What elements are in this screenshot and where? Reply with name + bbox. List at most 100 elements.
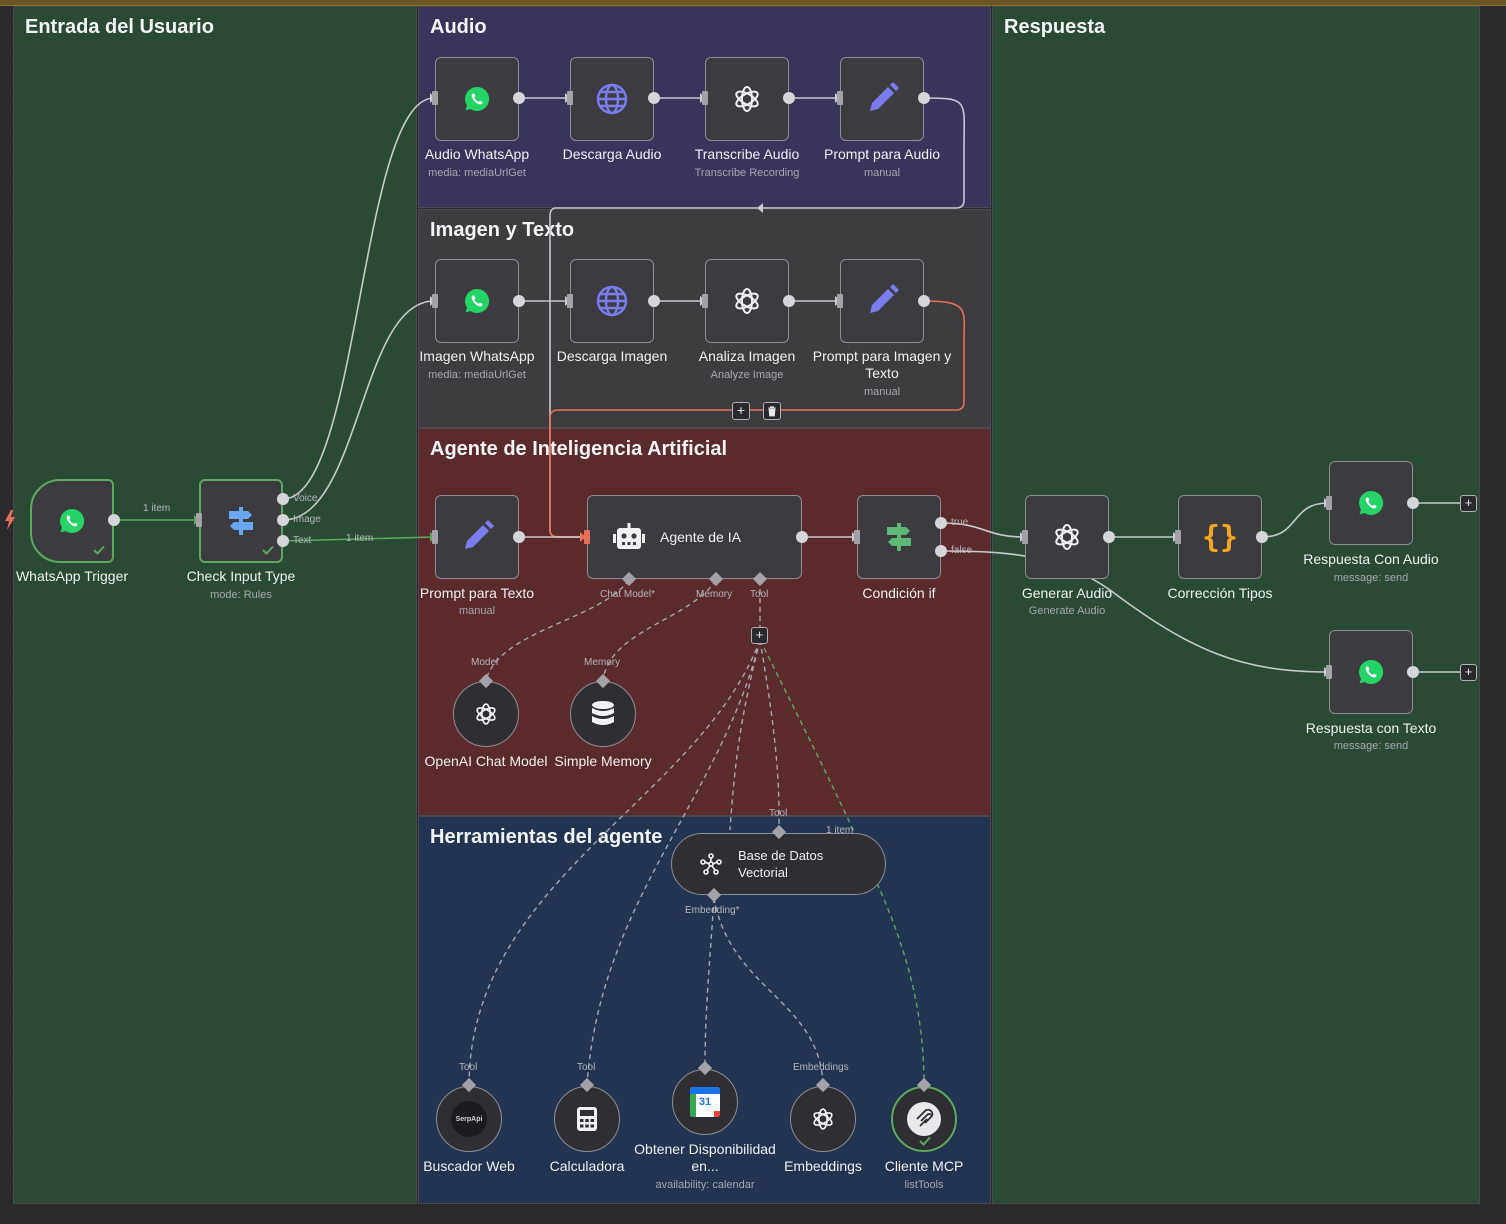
analiza-imagen-node[interactable] [705,259,789,343]
audio-whatsapp-label: Audio WhatsApp [424,146,530,162]
audio-whatsapp-input[interactable] [432,91,438,105]
agente-output[interactable] [796,531,808,543]
success-check-icon [93,545,105,555]
condicion-if-label: Condición if [862,585,936,601]
prompt-texto-input[interactable] [432,530,438,544]
add-after-audio-button[interactable]: + [1460,495,1477,512]
edge-label-trigger: 1 item [143,503,171,514]
agente-ia-node[interactable]: Agente de IA [587,495,802,579]
respuesta-audio-output[interactable] [1407,497,1419,509]
whatsapp-icon [462,286,492,316]
buscador-web-node[interactable]: SerpApi [436,1086,502,1152]
correccion-tipos-label: Corrección Tipos [1167,585,1273,601]
simple-memory-label: Simple Memory [554,753,652,769]
generar-audio-input[interactable] [1022,530,1028,544]
prompt-imagen-input[interactable] [837,294,843,308]
descarga-imagen-input[interactable] [567,294,573,308]
imagen-whatsapp-node[interactable] [435,259,519,343]
trigger-output-handle[interactable] [108,514,120,526]
correccion-output[interactable] [1256,531,1268,543]
respuesta-texto-output[interactable] [1407,666,1419,678]
pencil-icon [459,519,495,555]
audio-whatsapp-node[interactable] [435,57,519,141]
calculadora-node[interactable] [554,1086,620,1152]
transcribe-audio-sub: Transcribe Recording [694,167,800,179]
check-input-node[interactable] [199,479,283,563]
add-after-texto-button[interactable]: + [1460,664,1477,681]
condicion-if-node[interactable] [857,495,941,579]
openai-icon [1050,520,1084,554]
globe-icon [595,82,629,116]
analiza-imagen-output[interactable] [783,295,795,307]
mcp-icon [907,1102,941,1136]
cliente-mcp-node[interactable] [891,1086,957,1152]
whatsapp-icon [1356,488,1386,518]
descarga-audio-output[interactable] [648,92,660,104]
respuesta-audio-node[interactable] [1329,461,1413,545]
check-input-handle[interactable] [196,513,202,527]
audio-whatsapp-sub: media: mediaUrlGet [428,167,526,179]
true-output-handle[interactable] [935,517,947,529]
base-datos-vectorial-node[interactable]: Base de Datos Vectorial [671,833,886,895]
respuesta-texto-label: Respuesta con Texto [1305,720,1437,736]
descarga-imagen-label: Descarga Imagen [556,348,668,364]
group-input[interactable]: Entrada del Usuario [13,6,417,1204]
group-title-audio: Audio [430,16,487,38]
correccion-input[interactable] [1175,530,1181,544]
descarga-audio-node[interactable] [570,57,654,141]
whatsapp-icon [57,506,87,536]
prompt-audio-input[interactable] [837,91,843,105]
transcribe-audio-input[interactable] [702,91,708,105]
prompt-texto-node[interactable] [435,495,519,579]
prompt-imagen-node[interactable] [840,259,924,343]
transcribe-audio-node[interactable] [705,57,789,141]
prompt-texto-output[interactable] [513,531,525,543]
descarga-imagen-node[interactable] [570,259,654,343]
whatsapp-icon [462,84,492,114]
add-tool-button[interactable]: + [751,627,768,644]
check-input-label: Check Input Type [186,568,296,584]
transcribe-audio-output[interactable] [783,92,795,104]
image-output-handle[interactable] [277,514,289,526]
port-memory: Memory [696,589,733,600]
calendario-node[interactable]: 31 [672,1069,738,1135]
trash-icon [768,406,776,417]
prompt-audio-output[interactable] [918,92,930,104]
agente-input[interactable] [584,530,590,544]
prompt-imagen-output[interactable] [918,295,930,307]
false-output-handle[interactable] [935,545,947,557]
analiza-imagen-input[interactable] [702,294,708,308]
group-title-image-text: Imagen y Texto [430,219,575,241]
voice-output-handle[interactable] [277,493,289,505]
cliente-mcp-sub: listTools [904,1179,944,1191]
imagen-whatsapp-output[interactable] [513,295,525,307]
database-icon [590,700,616,728]
prompt-audio-node[interactable] [840,57,924,141]
port-voice: Voice [293,493,318,504]
text-output-handle[interactable] [277,535,289,547]
whatsapp-trigger-node[interactable] [30,479,114,563]
delete-edge-button[interactable] [763,402,781,420]
descarga-imagen-output[interactable] [648,295,660,307]
correccion-tipos-node[interactable]: {} [1178,495,1262,579]
simple-memory-node[interactable] [570,681,636,747]
condicion-input[interactable] [854,530,860,544]
add-node-button[interactable]: + [732,402,750,420]
embeddings-label: Embeddings [784,1158,862,1174]
imagen-whatsapp-input[interactable] [432,294,438,308]
cliente-mcp-label: Cliente MCP [884,1158,964,1174]
embeddings-node[interactable] [790,1086,856,1152]
respuesta-audio-input[interactable] [1326,496,1332,510]
serpapi-icon: SerpApi [451,1101,487,1137]
generar-audio-node[interactable] [1025,495,1109,579]
respuesta-texto-node[interactable] [1329,630,1413,714]
prompt-texto-sub: manual [458,605,496,617]
port-vector-tool: Tool [769,808,788,819]
respuesta-audio-label: Respuesta Con Audio [1303,551,1439,567]
openai-chat-model-node[interactable] [453,681,519,747]
audio-whatsapp-output[interactable] [513,92,525,104]
port-text: Text [293,535,312,546]
generar-audio-output[interactable] [1103,531,1115,543]
respuesta-texto-input[interactable] [1326,665,1332,679]
descarga-audio-input[interactable] [567,91,573,105]
